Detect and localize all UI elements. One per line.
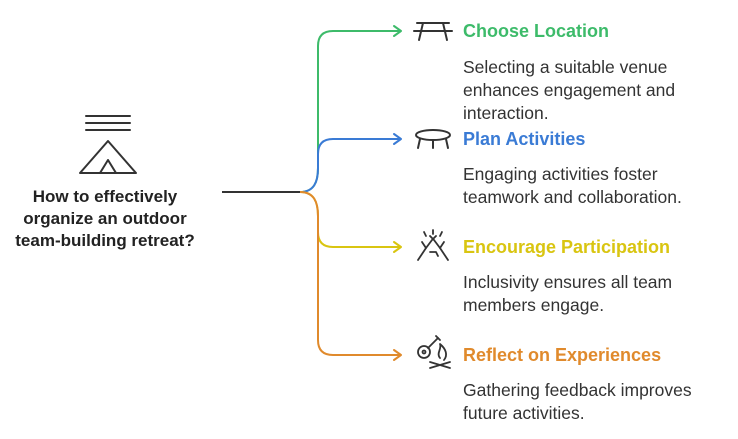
branch-description-reflect-on-experiences: Gathering feedback improves future activ… bbox=[463, 380, 692, 423]
arrow-head-reflect bbox=[393, 349, 402, 361]
branch-connector-location bbox=[299, 30, 400, 193]
branch-title-encourage-participation: Encourage Participation bbox=[463, 237, 671, 257]
branch-title-reflect-on-experiences: Reflect on Experiences bbox=[463, 345, 662, 365]
branch-description-encourage-participation: Inclusivity ensures all team members eng… bbox=[463, 272, 673, 315]
branch-title-plan-activities: Plan Activities bbox=[463, 129, 586, 149]
campfire-guitar-icon bbox=[417, 335, 451, 369]
arrow-head-participation bbox=[393, 241, 402, 253]
branch-connector-reflect bbox=[299, 191, 400, 356]
arrow-head-location bbox=[393, 25, 402, 37]
tent-icon bbox=[79, 115, 137, 174]
branch-description-plan-activities: Engaging activities foster teamwork and … bbox=[463, 164, 682, 207]
arrow-head-activities bbox=[393, 133, 402, 145]
handshake-icon bbox=[417, 229, 449, 261]
branch-title-choose-location: Choose Location bbox=[463, 21, 610, 41]
branch-description-choose-location: Selecting a suitable venue enhances enga… bbox=[463, 57, 676, 123]
picnic-table-icon bbox=[413, 22, 453, 41]
central-question: How to effectively organize an outdoor t… bbox=[15, 187, 195, 250]
branch-connector-activities bbox=[299, 138, 400, 193]
trampoline-icon bbox=[415, 129, 451, 149]
